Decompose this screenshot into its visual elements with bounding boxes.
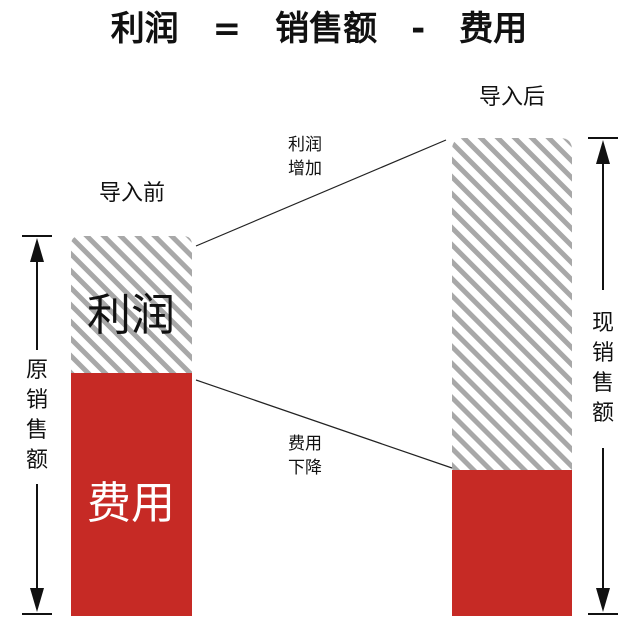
after-cost-segment [452, 470, 572, 616]
diagram-title: 利润 = 销售额 - 费用 [111, 9, 528, 49]
cost-down-line1: 费用 [288, 434, 322, 454]
before-sales-vertical-label: 原 销 售 额 [26, 358, 48, 473]
before-caption: 导入前 [99, 181, 165, 206]
profit-up-line1: 利润 [288, 135, 322, 155]
after-profit-segment [452, 138, 572, 470]
svg-text:售: 售 [592, 371, 614, 396]
svg-text:销: 销 [26, 388, 48, 413]
after-sales-vertical-label: 现 销 售 额 [592, 311, 614, 426]
profit-up-line2: 增加 [288, 159, 322, 179]
svg-text:售: 售 [26, 418, 48, 443]
svg-text:额: 额 [26, 448, 48, 473]
svg-text:销: 销 [592, 341, 614, 366]
cost-connector-line [195, 379, 453, 469]
after-caption: 导入后 [479, 85, 545, 110]
before-sales-arrow [22, 235, 52, 615]
before-cost-segment [71, 373, 192, 616]
svg-text:额: 额 [592, 401, 614, 426]
cost-down-line2: 下降 [288, 458, 322, 478]
before-cost-label: 费用 [87, 478, 175, 529]
before-profit-label: 利润 [87, 290, 175, 341]
profit-connector-line [195, 139, 447, 247]
before-profit-segment [71, 236, 192, 373]
svg-text:原: 原 [26, 358, 48, 383]
after-sales-arrow [588, 137, 618, 615]
svg-text:现: 现 [592, 311, 614, 336]
